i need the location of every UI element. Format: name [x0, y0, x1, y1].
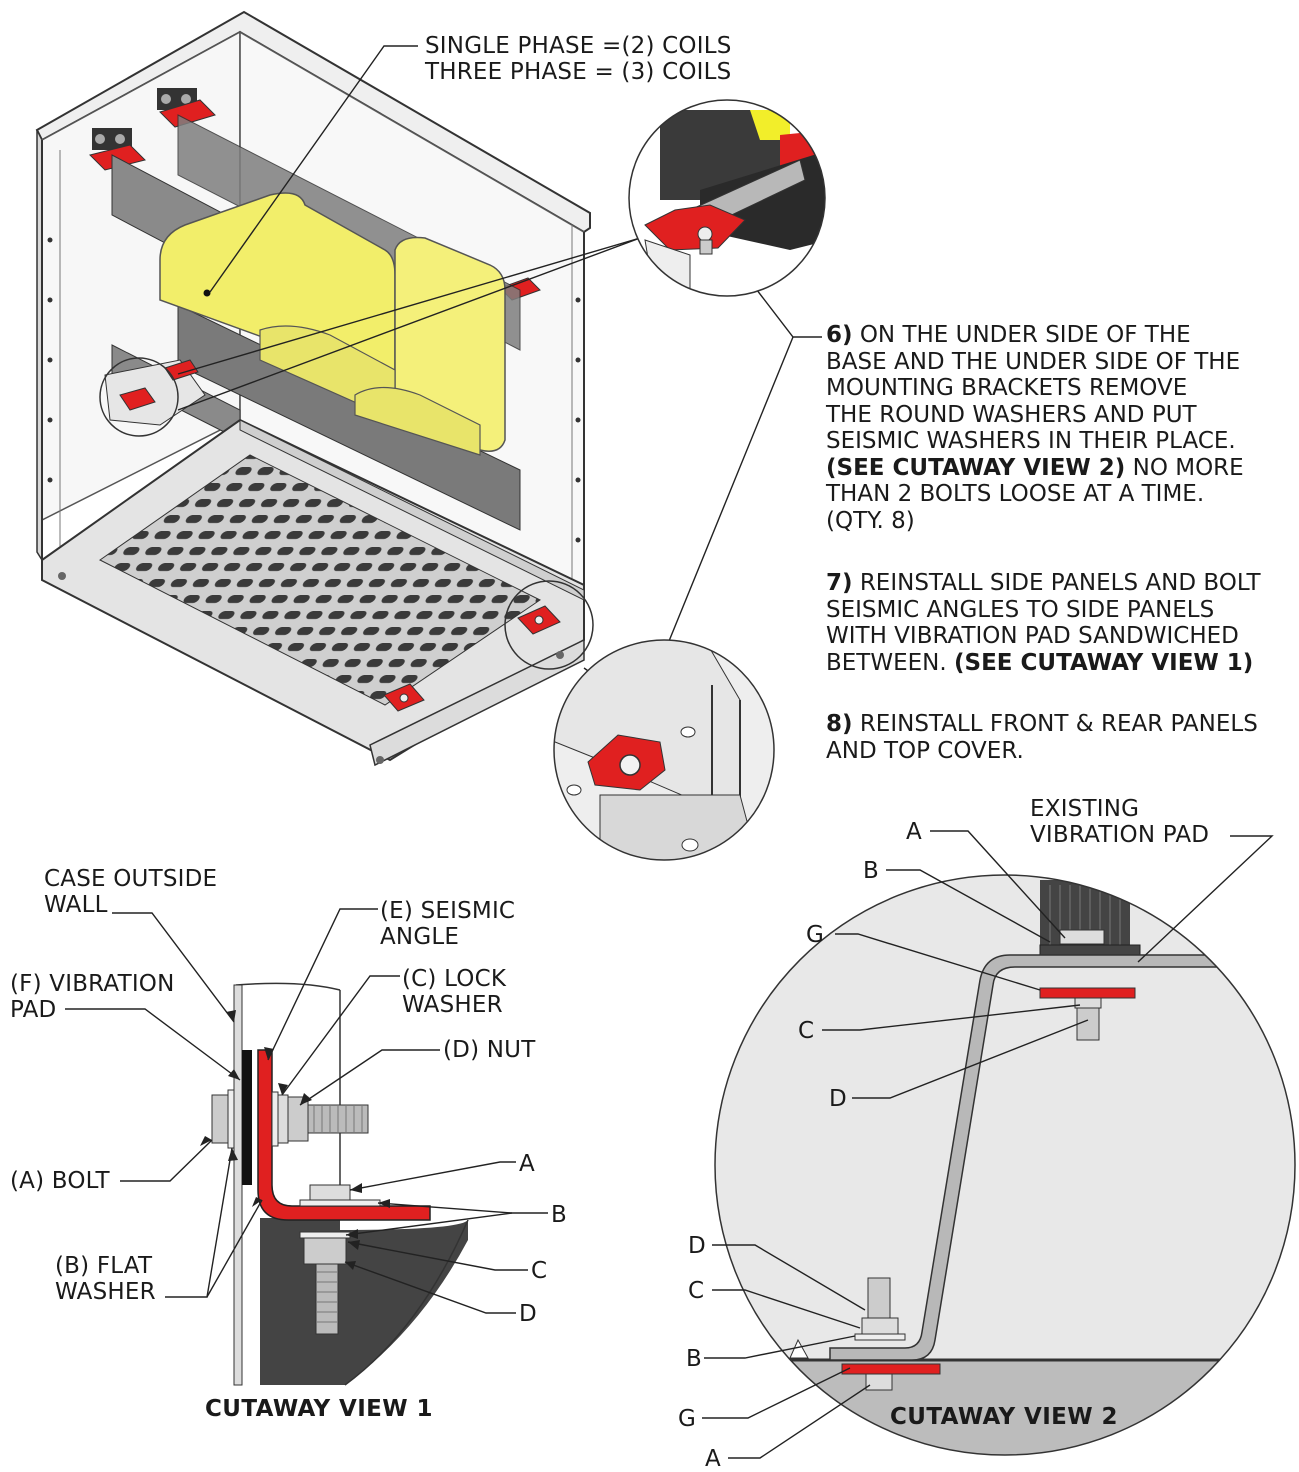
label-lock-washer-2: WASHER	[402, 992, 503, 1018]
step-8-line: AND TOP COVER.	[826, 737, 1024, 764]
step-8-line: REINSTALL FRONT & REAR PANELS	[852, 711, 1258, 737]
step-7-line: BETWEEN.	[826, 649, 954, 676]
label-d: D	[519, 1301, 537, 1327]
label-seismic-angle-1: (E) SEISMIC	[380, 898, 516, 924]
step-6-line: (QTY. 8)	[826, 507, 915, 534]
cutaway-view-1	[211, 982, 469, 1386]
step-6-line: BASE AND THE UNDER SIDE OF THE	[826, 348, 1241, 375]
label-nut: (D) NUT	[443, 1037, 536, 1063]
label-top-d: D	[829, 1086, 847, 1112]
label-case-wall-2: WALL	[44, 892, 108, 918]
label-existing-pad-2: VIBRATION PAD	[1030, 822, 1210, 848]
step-6-line: SEISMIC WASHERS IN THEIR PLACE.	[826, 428, 1236, 454]
step-8: 8) REINSTALL FRONT & REAR PANELS AND TOP…	[826, 711, 1258, 764]
label-existing-pad-1: EXISTING	[1030, 796, 1140, 822]
detail-circle-top	[629, 100, 825, 296]
step-6-line: MOUNTING BRACKETS REMOVE	[826, 375, 1188, 401]
coil-callout-line-2: THREE PHASE = (3) COILS	[425, 59, 732, 85]
step-6-number: 6)	[826, 322, 853, 348]
caption-cutaway-view-1: CUTAWAY VIEW 1	[205, 1396, 433, 1422]
step-8-number: 8)	[826, 711, 853, 737]
label-bottom-b: B	[686, 1346, 702, 1372]
step-7-line: REINSTALL SIDE PANELS AND BOLT	[852, 570, 1261, 596]
step-6-line: THE ROUND WASHERS AND PUT	[826, 401, 1197, 428]
caption-cutaway-view-2: CUTAWAY VIEW 2	[890, 1404, 1118, 1430]
step-6-reference: (SEE CUTAWAY VIEW 2)	[826, 454, 1126, 481]
detail-circle-bottom	[554, 640, 774, 860]
coil	[159, 192, 506, 456]
label-top-g: G	[806, 922, 825, 948]
label-top-c: C	[798, 1018, 815, 1044]
label-c: C	[531, 1258, 548, 1284]
label-a: A	[519, 1151, 535, 1177]
coil-callout-line-1: SINGLE PHASE =(2) COILS	[425, 33, 732, 59]
label-case-wall-1: CASE OUTSIDE	[44, 866, 218, 892]
step-7-line: WITH VIBRATION PAD SANDWICHED	[826, 623, 1239, 649]
label-seismic-angle-2: ANGLE	[380, 924, 460, 950]
transformer-enclosure	[35, 10, 594, 767]
view1-leaders	[65, 908, 548, 1314]
step-6-line: ON THE UNDER SIDE OF THE	[852, 322, 1191, 348]
label-top-a: A	[906, 819, 922, 845]
step-7-line: SEISMIC ANGLES TO SIDE PANELS	[826, 596, 1215, 623]
step-6: 6) ON THE UNDER SIDE OF THE BASE AND THE…	[826, 322, 1244, 534]
label-flat-washer-2: WASHER	[55, 1279, 156, 1305]
step-7: 7) REINSTALL SIDE PANELS AND BOLT SEISMI…	[826, 570, 1261, 676]
label-bottom-a: A	[705, 1446, 721, 1472]
step-7-reference: (SEE CUTAWAY VIEW 1)	[954, 649, 1254, 676]
step-6-line: NO MORE	[1125, 454, 1244, 481]
label-bottom-d: D	[688, 1233, 706, 1259]
cutaway-view-2	[714, 874, 1296, 1456]
label-vibration-pad-2: PAD	[10, 997, 57, 1023]
label-flat-washer-1: (B) FLAT	[55, 1253, 153, 1279]
label-top-b: B	[863, 858, 879, 884]
label-bottom-g: G	[678, 1406, 697, 1432]
label-vibration-pad-1: (F) VIBRATION	[10, 971, 175, 997]
label-lock-washer-1: (C) LOCK	[402, 966, 507, 992]
label-bolt: (A) BOLT	[10, 1168, 110, 1194]
step-7-number: 7)	[826, 570, 853, 596]
label-bottom-c: C	[688, 1278, 705, 1304]
step-6-line: THAN 2 BOLTS LOOSE AT A TIME.	[826, 481, 1205, 507]
view2-leaders	[702, 830, 1274, 1459]
label-b: B	[551, 1202, 567, 1228]
